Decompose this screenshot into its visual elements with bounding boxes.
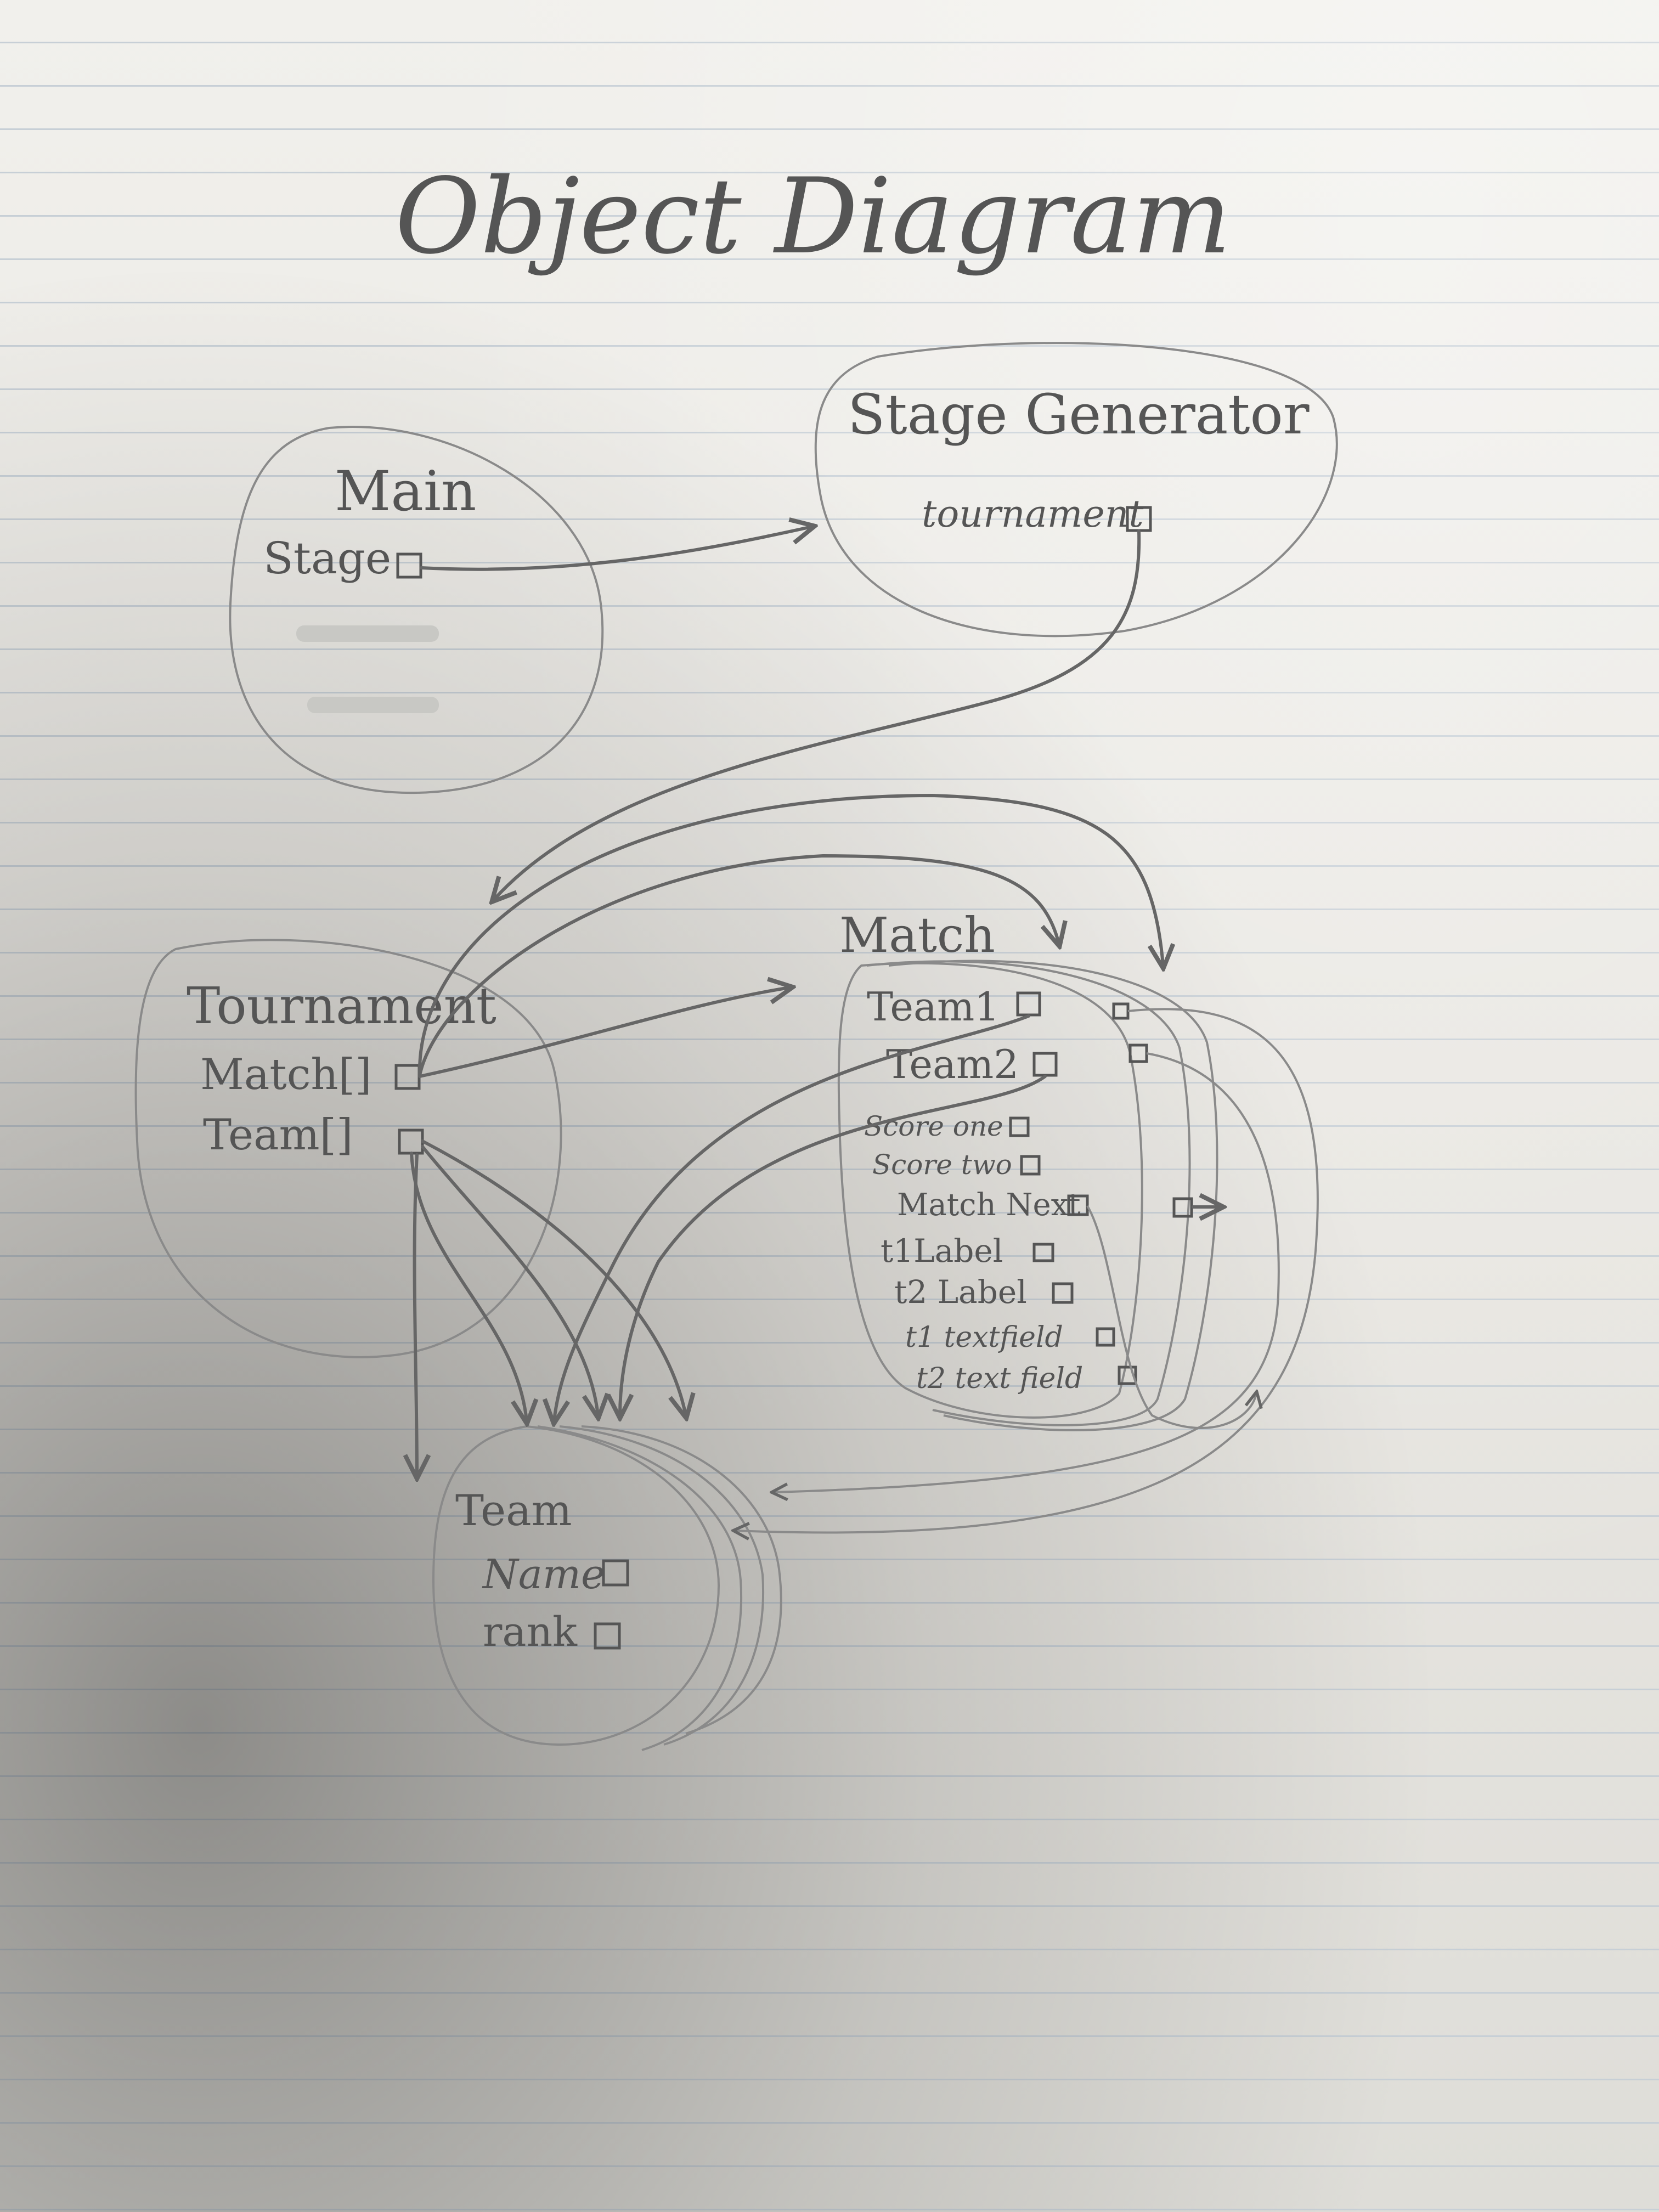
team-name-box bbox=[602, 1559, 629, 1587]
team-outline bbox=[432, 1425, 720, 1746]
team-outline-back-0 bbox=[537, 1425, 742, 1751]
stage-generator-outline bbox=[814, 342, 1338, 637]
arrow-match-team2-to-team bbox=[620, 1075, 1047, 1415]
match-field-score-one: Score one bbox=[864, 1110, 1003, 1142]
team-field-name: Name bbox=[482, 1551, 605, 1598]
match-outline-back-1 bbox=[866, 960, 1191, 1426]
arrow-tournament-team-to-team-2 bbox=[421, 1145, 598, 1415]
arrow-match-next bbox=[1086, 1205, 1256, 1429]
tournament-object: Tournament Match[] Team[] bbox=[134, 939, 562, 1358]
tournament-field-match: Match[] bbox=[200, 1050, 372, 1099]
match-name: Match bbox=[839, 907, 995, 963]
arrow-match-team1-to-team bbox=[554, 1014, 1030, 1421]
main-field-stage: Stage bbox=[263, 533, 391, 584]
arrow-tournament-team-to-team-4 bbox=[415, 1153, 417, 1476]
team-object: Team Name rank bbox=[432, 1425, 782, 1751]
team-name: Team bbox=[455, 1486, 572, 1536]
diagram-title: Object Diagram bbox=[395, 156, 1231, 277]
main-object-outline bbox=[229, 426, 604, 794]
arrow-tournament-match-to-match-1 bbox=[418, 988, 790, 1078]
match-team1-ref-box bbox=[1016, 991, 1041, 1017]
arrow-tournament-match-to-match-3 bbox=[417, 794, 1163, 1076]
match-next-ref-box bbox=[1067, 1194, 1089, 1216]
main-object-name: Main bbox=[335, 459, 476, 523]
main-object: Main Stage bbox=[229, 426, 604, 794]
match-score-two-box bbox=[1020, 1155, 1041, 1176]
match-field-t1-label: t1Label bbox=[881, 1232, 1003, 1269]
match-field-team2: Team2 bbox=[886, 1041, 1019, 1087]
arrow-match-copy-team2-to-team bbox=[774, 1052, 1280, 1492]
tournament-outline bbox=[134, 939, 562, 1358]
tournament-team-ref-box bbox=[398, 1128, 424, 1155]
match-field-team1: Team1 bbox=[867, 984, 1000, 1030]
stage-generator-name: Stage Generator bbox=[848, 382, 1310, 447]
tournament-field-team: Team[] bbox=[203, 1110, 353, 1160]
match-field-t1-textfield: t1 textfield bbox=[905, 1321, 1063, 1354]
arrow-tournament-match-to-match-2 bbox=[418, 854, 1059, 1077]
match-field-score-two: Score two bbox=[872, 1149, 1012, 1181]
tournament-name: Tournament bbox=[187, 977, 496, 1035]
main-stage-ref-box bbox=[396, 552, 422, 579]
match-field-t2-label: t2 Label bbox=[894, 1273, 1027, 1311]
arrow-stage-generator-to-tournament bbox=[494, 529, 1141, 900]
match-outline bbox=[837, 962, 1143, 1419]
team-rank-box bbox=[594, 1622, 621, 1650]
match-t1-textfield-box bbox=[1096, 1327, 1115, 1347]
match-field-t2-textfield: t2 text field bbox=[916, 1362, 1083, 1395]
match-object: Match Team1 Team2 Score one Score two Ma… bbox=[837, 907, 1221, 1432]
reference-arrows bbox=[410, 527, 1319, 1533]
arrow-main-stage-to-stage-generator bbox=[420, 527, 812, 571]
tournament-match-ref-box bbox=[394, 1064, 421, 1090]
stage-generator-object: Stage Generator tournament bbox=[814, 342, 1338, 637]
match-team2-ref-box bbox=[1032, 1052, 1058, 1077]
arrow-match-copy-team1-to-team bbox=[735, 1008, 1319, 1532]
match-score-one-box bbox=[1009, 1116, 1030, 1137]
arrow-tournament-team-to-team-1 bbox=[410, 1152, 527, 1421]
team-outline-back-1 bbox=[559, 1425, 764, 1746]
stage-generator-field-tournament: tournament bbox=[922, 493, 1144, 536]
match-t2-textfield-box bbox=[1118, 1365, 1137, 1385]
match-t2-label-box bbox=[1052, 1282, 1074, 1304]
team-field-rank: rank bbox=[483, 1609, 578, 1656]
arrow-tournament-team-to-team-3 bbox=[421, 1139, 686, 1415]
match-field-match-next: Match Next bbox=[897, 1187, 1081, 1223]
team-outline-back-2 bbox=[581, 1425, 782, 1735]
match-t1-label-box bbox=[1032, 1243, 1054, 1262]
